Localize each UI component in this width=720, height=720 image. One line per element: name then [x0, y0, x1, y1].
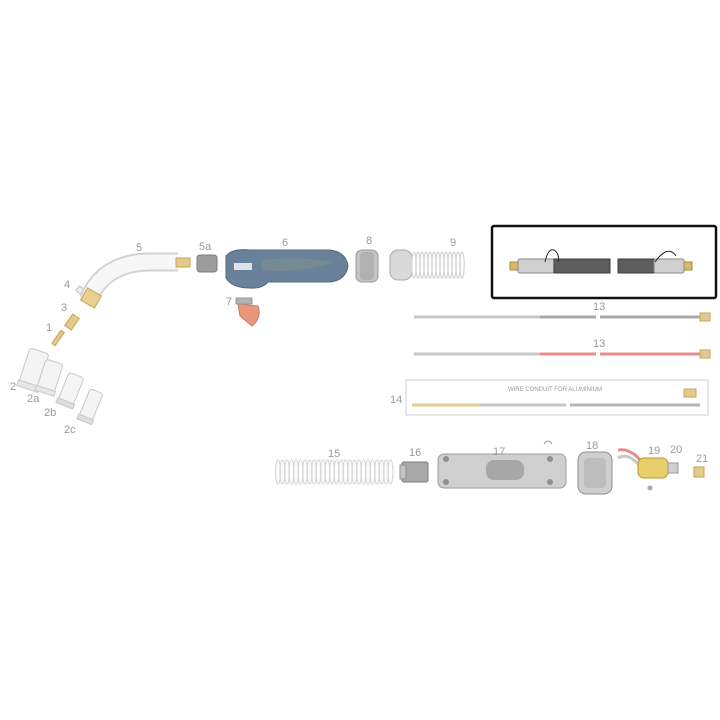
- label-13-red: 13: [593, 338, 605, 350]
- tip-holder-3: [64, 313, 80, 331]
- nozzle-2b: [55, 372, 84, 410]
- highlighted-cable-assembly[interactable]: [490, 224, 718, 300]
- nozzle-2a: [34, 359, 63, 397]
- label-8: 8: [366, 235, 372, 247]
- label-9: 9: [450, 237, 456, 249]
- label-16: 16: [409, 447, 421, 459]
- spring-9: [389, 249, 465, 281]
- part-20: [667, 462, 679, 474]
- handle-6: [225, 249, 349, 289]
- nut-18: [577, 451, 613, 495]
- label-19: 19: [648, 445, 660, 457]
- aluminium-conduit-box: WIRE CONDUIT FOR ALUMINIUM: [405, 379, 709, 416]
- label-7: 7: [226, 296, 232, 308]
- liner-13-grey: [414, 312, 711, 322]
- spring-coil: [459, 251, 465, 279]
- label-20: 20: [670, 444, 682, 456]
- label-18: 18: [586, 440, 598, 452]
- label-6: 6: [282, 237, 288, 249]
- contact-tip-1: [51, 329, 65, 347]
- label-17: 17: [493, 446, 505, 458]
- swan-neck-5: [79, 252, 191, 309]
- label-4: 4: [64, 279, 70, 291]
- nozzle-2c: [76, 388, 103, 426]
- part-5a: [196, 254, 218, 273]
- spring-coil: [387, 459, 394, 485]
- label-21: 21: [696, 453, 708, 465]
- ring-8: [355, 249, 379, 283]
- adapter-19: [617, 448, 669, 491]
- part-21: [693, 466, 705, 478]
- label-13-grey: 13: [593, 301, 605, 313]
- label-2: 2: [10, 381, 16, 393]
- label-15: 15: [328, 448, 340, 460]
- label-5: 5: [136, 242, 142, 254]
- label-5a: 5a: [199, 241, 212, 253]
- label-1: 1: [46, 322, 52, 334]
- label-14: 14: [390, 394, 402, 406]
- label-2b: 2b: [44, 407, 56, 419]
- label-2a: 2a: [27, 393, 40, 405]
- label-2c: 2c: [64, 424, 76, 436]
- liner-13-red: [414, 349, 711, 359]
- part-16: [399, 461, 429, 483]
- conduit-box-title: WIRE CONDUIT FOR ALUMINIUM: [508, 387, 602, 393]
- trigger-7: [235, 297, 260, 327]
- spring-15: [274, 459, 394, 485]
- connector-housing-17: [437, 440, 567, 489]
- label-3: 3: [61, 302, 67, 314]
